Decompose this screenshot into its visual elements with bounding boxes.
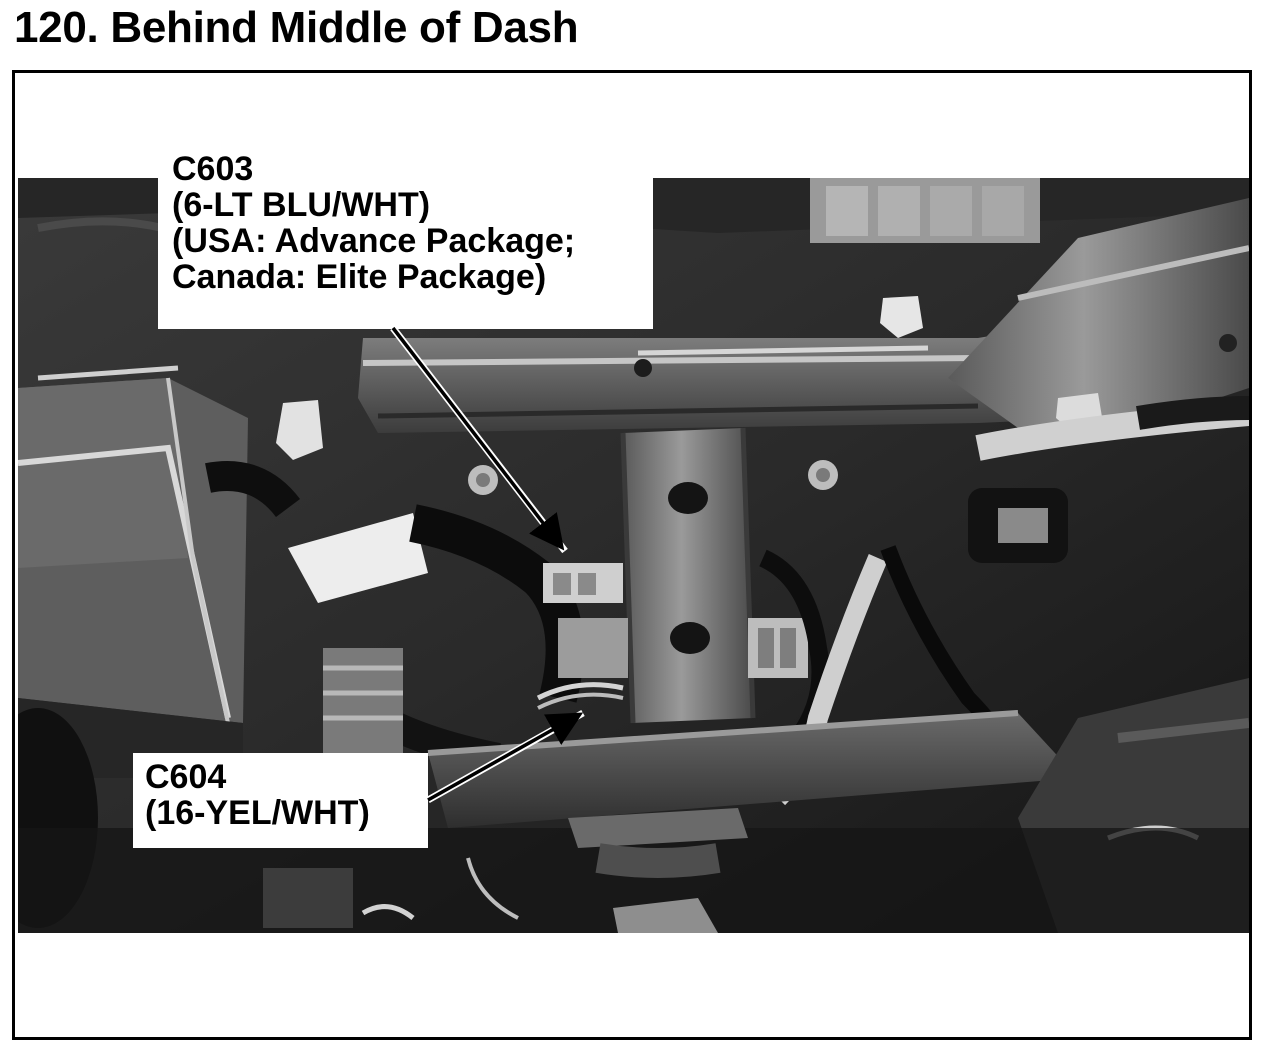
page-title: 120. Behind Middle of Dash [14, 3, 579, 52]
callout-c604-line-1: C604 [145, 758, 227, 796]
callout-c604: C604 (16-YEL/WHT) [133, 753, 428, 848]
callout-c603-line-4: Canada: Elite Package) [172, 258, 547, 296]
figure-frame: C603 (6-LT BLU/WHT) (USA: Advance Packag… [12, 70, 1252, 1040]
callout-c603-line-2: (6-LT BLU/WHT) [172, 186, 431, 224]
callout-c604-line-2: (16-YEL/WHT) [145, 794, 370, 832]
callout-c603: C603 (6-LT BLU/WHT) (USA: Advance Packag… [158, 149, 653, 329]
callout-c603-line-1: C603 [172, 150, 254, 188]
callout-c603-line-3: (USA: Advance Package; [172, 222, 576, 260]
